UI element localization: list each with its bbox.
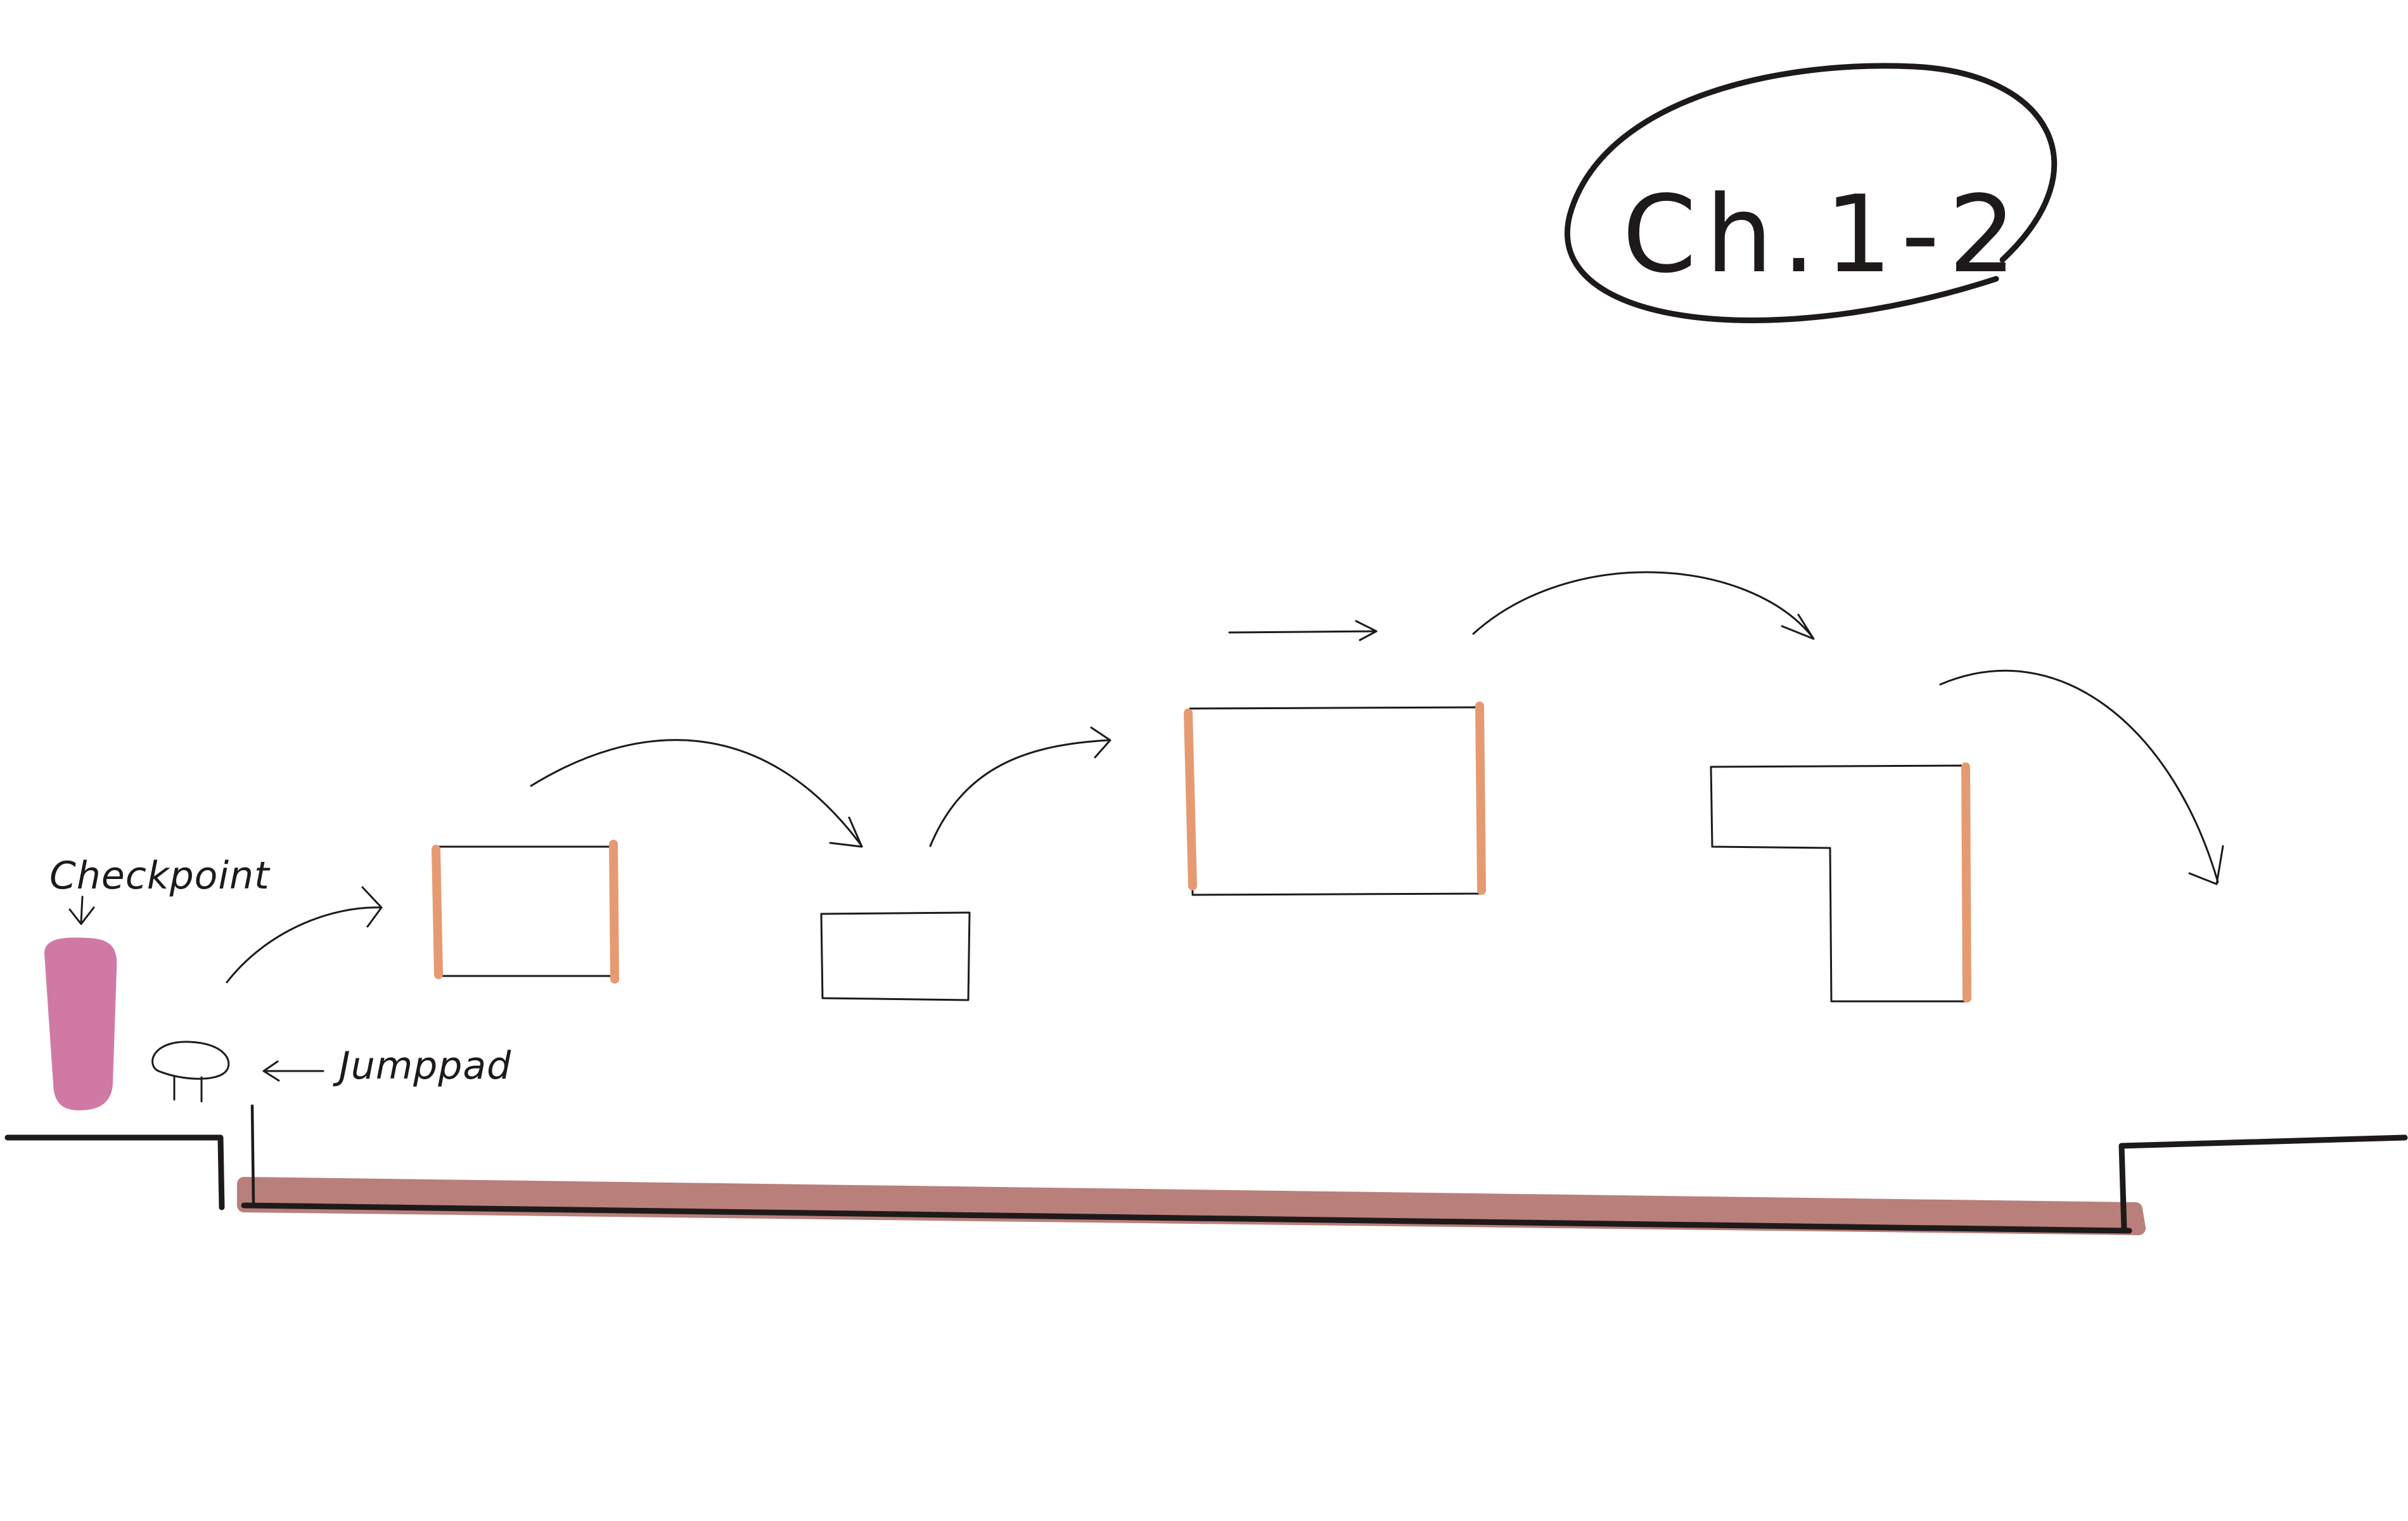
jump-arrow-1 <box>226 886 383 984</box>
platform-1-wall-left <box>432 845 443 979</box>
jump-arrow-3 <box>929 726 1111 847</box>
platform-4 <box>1710 762 1971 1003</box>
platform-4-outline <box>1710 764 1967 1003</box>
jumppad-icon <box>151 1041 230 1103</box>
chapter-title: Ch.1-2 <box>1565 63 2058 323</box>
platform-3-wall-left <box>1184 709 1197 890</box>
platform-3-wall-right <box>1475 702 1486 895</box>
pit-floor-line <box>241 1202 2132 1234</box>
hazard-pit <box>237 1104 2146 1235</box>
ground-left <box>4 1134 225 1210</box>
jump-arrow-4 <box>1472 571 1815 640</box>
platform-1-wall-right <box>609 840 619 984</box>
platform-3-outline <box>1189 706 1483 896</box>
checkpoint-label: Checkpoint <box>49 854 271 898</box>
ground-right <box>2118 1134 2408 1233</box>
hazard-floor <box>237 1177 2146 1235</box>
platform-3 <box>1184 702 1486 896</box>
title-text: Ch.1-2 <box>1622 172 2025 297</box>
checkpoint-arrow <box>68 895 95 925</box>
checkpoint: Checkpoint <box>44 854 271 1110</box>
platform-1 <box>432 840 619 984</box>
jump-arrows <box>226 571 2224 984</box>
jumppad: Jumppad <box>151 1041 511 1103</box>
jumppad-label: Jumppad <box>333 1044 511 1088</box>
platform-2 <box>820 911 971 1001</box>
title-ellipse <box>1565 63 2058 323</box>
platform-4-wall-right <box>1961 762 1971 1003</box>
jump-arrow-5 <box>1939 669 2224 885</box>
dash-arrow <box>1228 620 1378 641</box>
checkpoint-marker <box>44 937 117 1110</box>
platform-1-outline <box>435 845 617 977</box>
jump-arrow-2 <box>530 739 863 848</box>
pit-left-wall <box>250 1104 255 1206</box>
jumppad-arrow <box>262 1060 324 1082</box>
